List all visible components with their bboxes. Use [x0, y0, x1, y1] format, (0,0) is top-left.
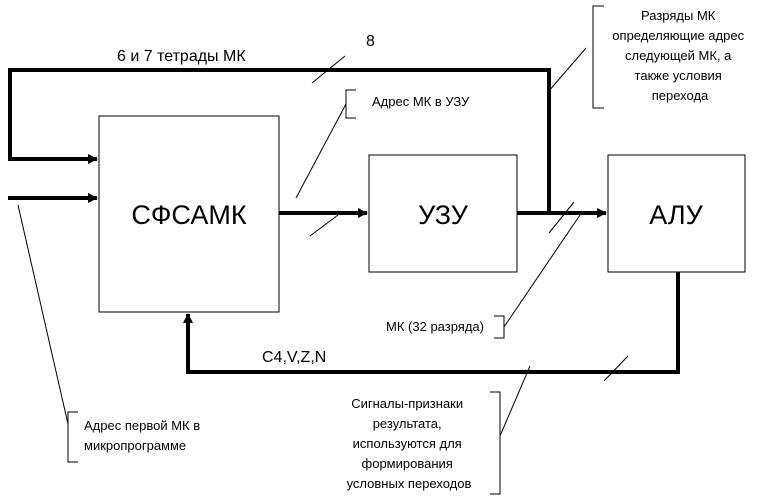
callout-next-address: Разряды МК определяющие адрес следующей …	[547, 5, 747, 109]
block-uzu-label: УЗУ	[418, 200, 469, 230]
tetrad-bus-tick	[311, 55, 346, 84]
note-mk-address: Адрес МК в УЗУ	[372, 94, 470, 109]
callout-first-address: Адрес первой МК в микропрограмме	[17, 204, 204, 463]
tetrad-feedback-bus	[8, 68, 551, 213]
block-sfsamk-label: СФСАМК	[131, 200, 246, 230]
flags-feedback-bus	[183, 272, 680, 374]
note-mk-width: МК (32 разряда)	[386, 319, 484, 334]
note-first-address: Адрес первой МК в микропрограмме	[84, 418, 204, 453]
microcommand-bus-tick	[548, 201, 575, 234]
callout-result-flags: Сигналы-признаки результата, используютс…	[347, 365, 531, 495]
block-alu-label: АЛУ	[649, 200, 703, 230]
note-next-address: Разряды МК определяющие адрес следующей …	[612, 8, 747, 103]
tetrad-bus-label: 6 и 7 тетрады МК	[117, 48, 246, 65]
address-bus-tick	[309, 214, 339, 237]
block-sfsamk: СФСАМК	[98, 115, 280, 313]
bus-width-label: 8	[366, 33, 375, 50]
callout-mk-width: МК (32 разряда)	[386, 211, 583, 339]
note-result-flags: Сигналы-признаки результата, используютс…	[347, 396, 472, 491]
flags-bus-label: C4,V,Z,N	[262, 349, 326, 366]
block-alu: АЛУ	[607, 154, 746, 273]
block-uzu: УЗУ	[368, 154, 518, 273]
flags-bus-tick	[603, 355, 629, 382]
callout-mk-address: Адрес МК в УЗУ	[295, 89, 470, 199]
